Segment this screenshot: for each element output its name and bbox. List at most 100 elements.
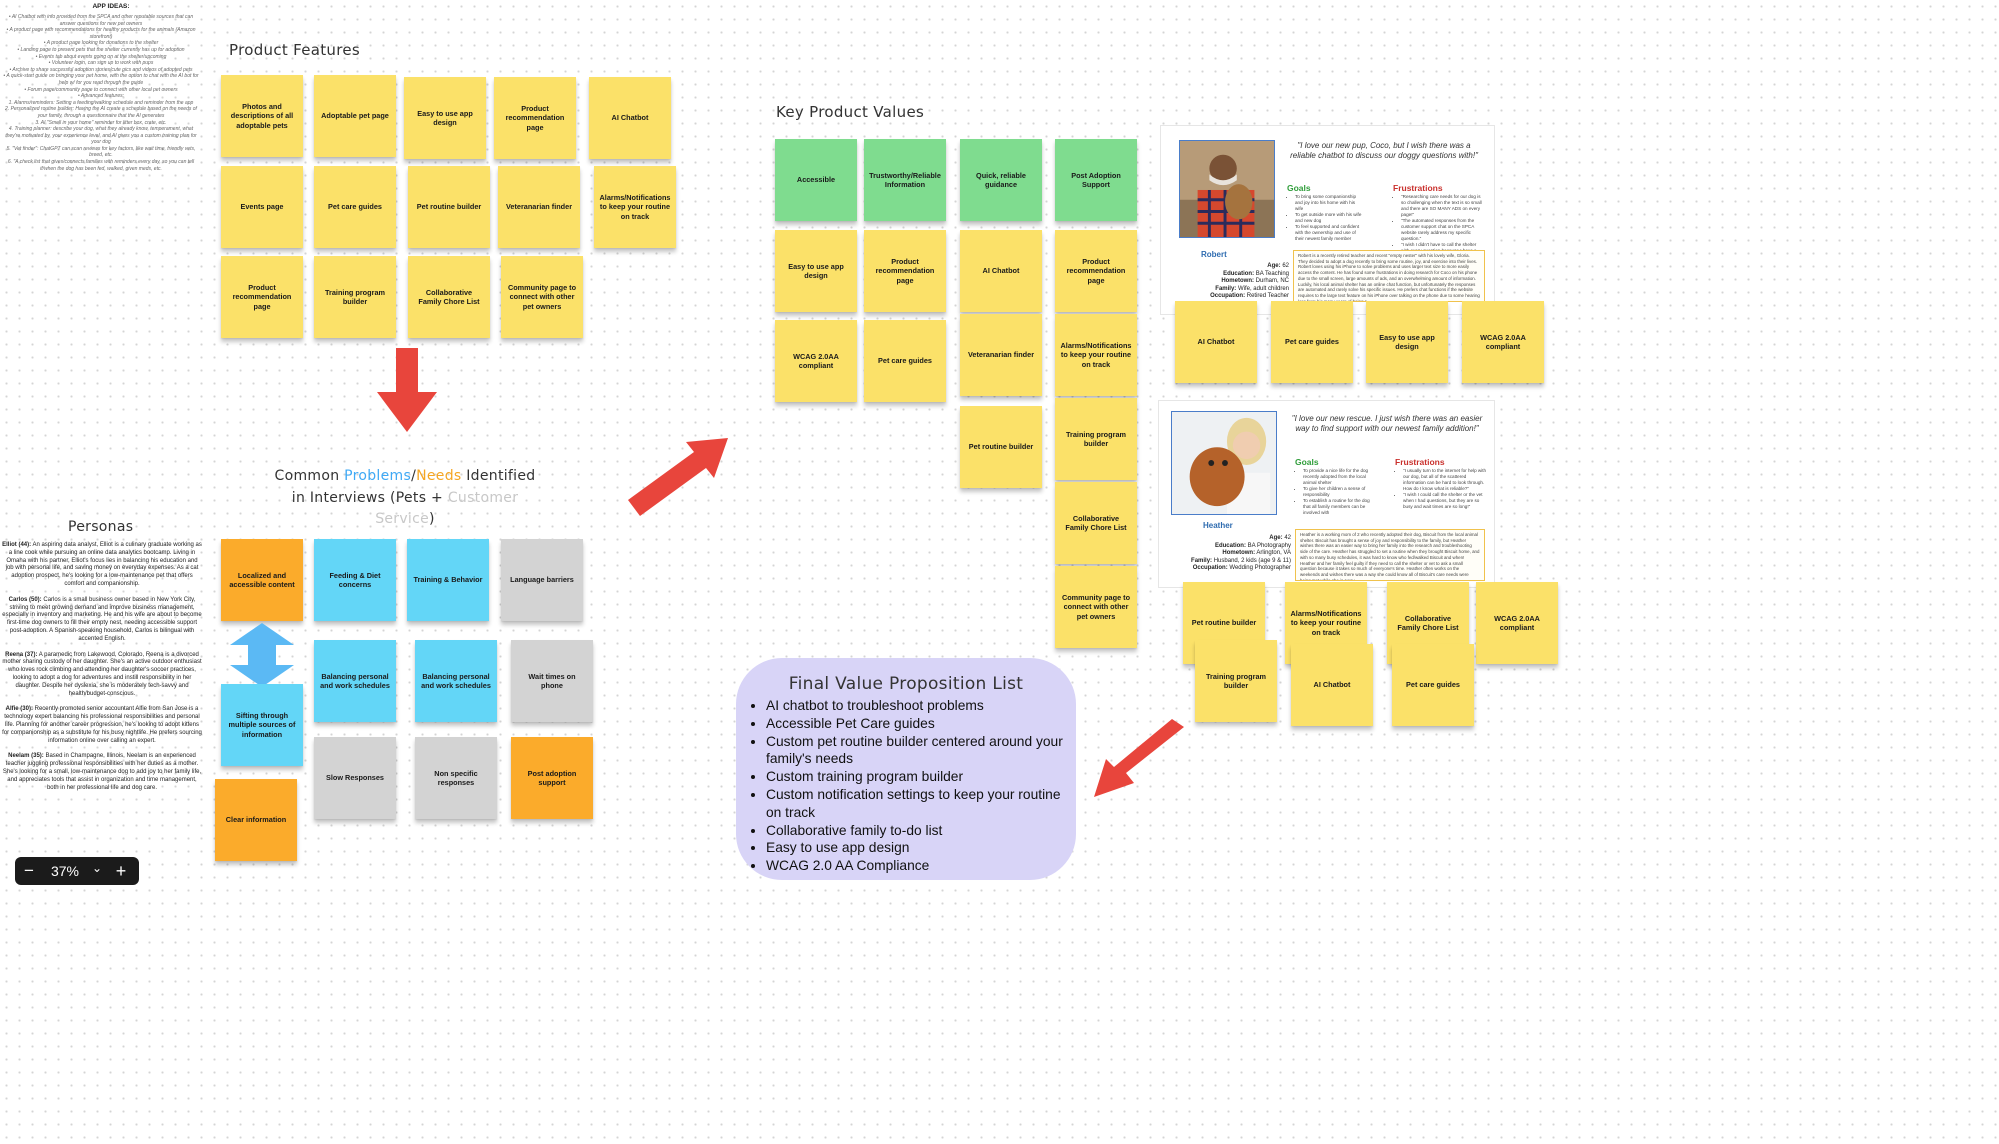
app-ideas-list: • AI Chatbot with info provided from the… bbox=[2, 14, 200, 172]
idea-item: • Forum page/community page to connect w… bbox=[2, 87, 200, 94]
title-service-word: Service bbox=[375, 511, 429, 527]
sticky-note[interactable]: Training program builder bbox=[1195, 640, 1277, 722]
idea-item: • A product page looking for donations t… bbox=[2, 40, 200, 47]
heather-bio: Heather is a working mom of 2 who recent… bbox=[1295, 529, 1485, 581]
goal-item: To give her children a sense of responsi… bbox=[1303, 486, 1375, 498]
robert-frustrations-title: Frustrations bbox=[1393, 183, 1443, 193]
sticky-note[interactable]: Post adoption support bbox=[511, 737, 593, 819]
robert-name: Robert bbox=[1201, 250, 1227, 259]
sticky-note[interactable]: Wait times on phone bbox=[511, 640, 593, 722]
sticky-note[interactable]: Pet routine builder bbox=[408, 166, 490, 248]
value: BA Teaching bbox=[1256, 271, 1289, 277]
zoom-out-button[interactable]: − bbox=[15, 861, 43, 881]
sticky-note[interactable]: Training program builder bbox=[314, 256, 396, 338]
sticky-note[interactable]: Product recommendation page bbox=[494, 77, 576, 159]
sticky-note[interactable]: Veteranarian finder bbox=[498, 166, 580, 248]
sticky-note[interactable]: Accessible bbox=[775, 139, 857, 221]
idea-item: • AI Chatbot with info provided from the… bbox=[2, 14, 200, 27]
value: Durham, NC bbox=[1256, 278, 1289, 284]
sticky-note[interactable]: Alarms/Notifications to keep your routin… bbox=[1055, 314, 1137, 396]
sticky-note[interactable]: AI Chatbot bbox=[1291, 644, 1373, 726]
sticky-note[interactable]: Feeding & Diet concerns bbox=[314, 539, 396, 621]
sticky-note[interactable]: Localized and accessible content bbox=[221, 539, 303, 621]
chevron-down-icon[interactable]: ⌄ bbox=[87, 861, 107, 875]
sticky-note[interactable]: AI Chatbot bbox=[960, 230, 1042, 312]
idea-item: • Advanced features: bbox=[2, 93, 200, 100]
persona-neelam: Neelam (35): Based in Champagne, Illinoi… bbox=[2, 753, 202, 792]
persona-reena: Reena (37): A paramedic from Lakewood, C… bbox=[2, 652, 202, 699]
sticky-note[interactable]: Pet routine builder bbox=[960, 406, 1042, 488]
zoom-level[interactable]: 37% bbox=[43, 863, 87, 879]
zoom-in-button[interactable]: + bbox=[107, 861, 135, 882]
sticky-note[interactable]: Training program builder bbox=[1055, 398, 1137, 480]
label: Occupation: bbox=[1193, 565, 1228, 571]
persona-card-robert: "I love our new pup, Coco, but I wish th… bbox=[1160, 125, 1495, 315]
sticky-note[interactable]: Pet care guides bbox=[864, 320, 946, 402]
goal-item: To bring some companionship and joy into… bbox=[1295, 194, 1363, 212]
sticky-note[interactable]: Pet care guides bbox=[1392, 644, 1474, 726]
common-problems-title: Common Problems/Needs Identified in Inte… bbox=[255, 466, 555, 531]
fvp-item: Custom training program builder bbox=[766, 768, 1076, 786]
sticky-note[interactable]: AI Chatbot bbox=[589, 77, 671, 159]
sticky-note[interactable]: Product recommendation page bbox=[221, 256, 303, 338]
sticky-note[interactable]: Pet care guides bbox=[314, 166, 396, 248]
sticky-note[interactable]: Post Adoption Support bbox=[1055, 139, 1137, 221]
sticky-note[interactable]: Product recommendation page bbox=[1055, 230, 1137, 312]
sticky-note[interactable]: WCAG 2.0AA compliant bbox=[1462, 301, 1544, 383]
sticky-note[interactable]: Slow Responses bbox=[314, 737, 396, 819]
sticky-note[interactable]: Easy to use app design bbox=[1366, 301, 1448, 383]
robert-bio: Robert is a recently retired teacher and… bbox=[1293, 250, 1485, 302]
sticky-note[interactable]: Training & Behavior bbox=[407, 539, 489, 621]
sticky-note[interactable]: Alarms/Notifications to keep your routin… bbox=[594, 166, 676, 248]
sticky-note[interactable]: Veteranarian finder bbox=[960, 314, 1042, 396]
idea-item: 3. AI "Smell in your home" reminder for … bbox=[2, 120, 200, 127]
sticky-note[interactable]: Community page to connect with other pet… bbox=[1055, 566, 1137, 648]
persona-text: A paramedic from Lakewood, Colorado, Ree… bbox=[2, 652, 201, 697]
title-customer-word: Customer bbox=[448, 490, 518, 506]
sticky-note[interactable]: Adoptable pet page bbox=[314, 75, 396, 157]
goal-item: To feel supported and confident with the… bbox=[1295, 224, 1363, 242]
sticky-note[interactable]: Sifting through multiple sources of info… bbox=[221, 684, 303, 766]
persona-alfie: Alfie (30): Recently promoted senior acc… bbox=[2, 706, 202, 745]
fvp-item: Easy to use app design bbox=[766, 839, 1076, 857]
sticky-note[interactable]: Quick, reliable guidance bbox=[960, 139, 1042, 221]
label: Family: bbox=[1191, 558, 1212, 564]
sticky-note[interactable]: Balancing personal and work schedules bbox=[314, 640, 396, 722]
persona-name: Reena (37): bbox=[5, 652, 37, 658]
persona-name: Neelam (35): bbox=[8, 753, 44, 759]
value: 42 bbox=[1284, 535, 1291, 541]
sticky-note[interactable]: Clear information bbox=[215, 779, 297, 861]
sticky-note[interactable]: Product recommendation page bbox=[864, 230, 946, 312]
heather-frustrations-title: Frustrations bbox=[1395, 457, 1445, 467]
title-text: Identified bbox=[462, 468, 536, 484]
sticky-note[interactable]: Easy to use app design bbox=[404, 77, 486, 159]
sticky-note[interactable]: Pet care guides bbox=[1271, 301, 1353, 383]
sticky-note[interactable]: AI Chatbot bbox=[1175, 301, 1257, 383]
sticky-note[interactable]: Trustworthy/Reliable Information bbox=[864, 139, 946, 221]
sticky-note[interactable]: Photos and descriptions of all adoptable… bbox=[221, 75, 303, 157]
label: Family: bbox=[1215, 286, 1236, 292]
idea-item: 4. Training planner: describe your dog, … bbox=[2, 126, 200, 146]
sticky-note[interactable]: Community page to connect with other pet… bbox=[501, 256, 583, 338]
sticky-note[interactable]: Non specific responses bbox=[415, 737, 497, 819]
sticky-note[interactable]: Language barriers bbox=[501, 539, 583, 621]
fvp-list: AI chatbot to troubleshoot problems Acce… bbox=[736, 697, 1076, 875]
personas-title: Personas bbox=[68, 519, 133, 535]
robert-goals: To bring some companionship and joy into… bbox=[1287, 194, 1363, 242]
sticky-note[interactable]: Balancing personal and work schedules bbox=[415, 640, 497, 722]
idea-item: • Events tab about events going on at th… bbox=[2, 54, 200, 61]
frustration-item: "Researching care needs for our dog is s… bbox=[1401, 194, 1485, 218]
goal-item: To establish a routine for the dog that … bbox=[1303, 498, 1375, 516]
sticky-note[interactable]: Events page bbox=[221, 166, 303, 248]
sticky-note[interactable]: WCAG 2.0AA compliant bbox=[1476, 582, 1558, 664]
idea-item: • Landing page to present pets that the … bbox=[2, 47, 200, 54]
sticky-note[interactable]: Easy to use app design bbox=[775, 230, 857, 312]
sticky-note[interactable]: Collaborative Family Chore List bbox=[408, 256, 490, 338]
label: Education: bbox=[1223, 271, 1254, 277]
label: Age: bbox=[1269, 535, 1282, 541]
key-values-title: Key Product Values bbox=[776, 103, 924, 121]
value: Retired Teacher bbox=[1247, 293, 1289, 299]
sticky-note[interactable]: Collaborative Family Chore List bbox=[1055, 482, 1137, 564]
sticky-note[interactable]: WCAG 2.0AA compliant bbox=[775, 320, 857, 402]
persona-text: An aspiring data analyst, Elliot is a cu… bbox=[6, 542, 202, 587]
